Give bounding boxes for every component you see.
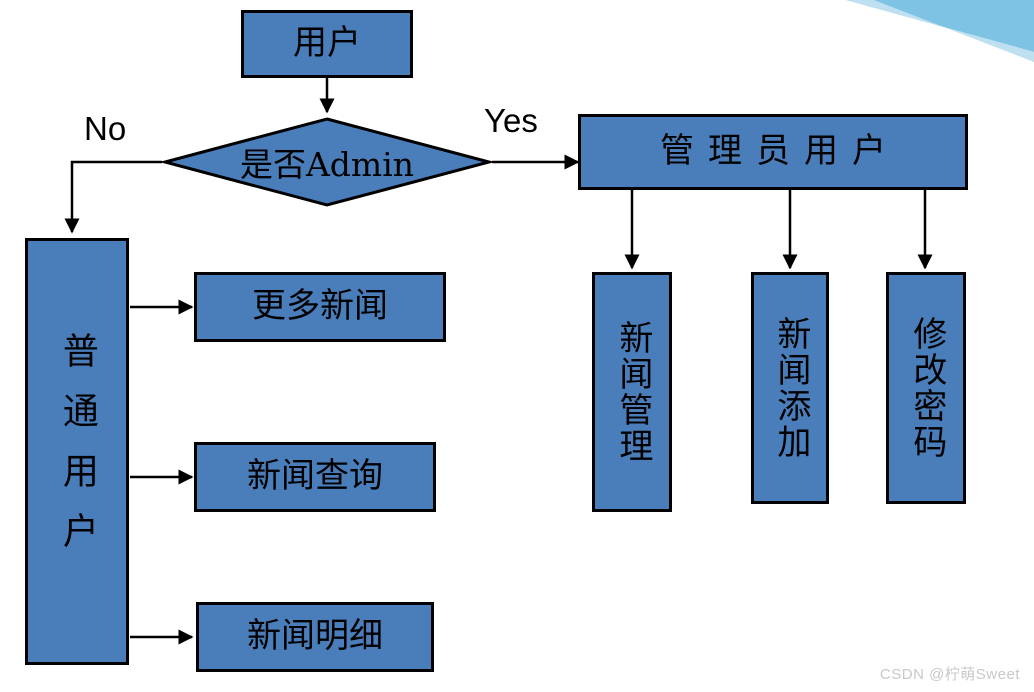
watermark-text: CSDN @柠萌Sweet — [879, 666, 1020, 683]
node-more-news-label: 更多新闻 — [252, 286, 388, 327]
node-normal-user-label: 普通用户 — [56, 331, 98, 572]
node-news-manage[interactable]: 新闻管理 — [592, 272, 672, 512]
node-user[interactable]: 用户 — [241, 10, 413, 78]
node-user-label: 用户 — [293, 23, 361, 64]
node-news-query-label: 新闻查询 — [247, 456, 383, 497]
node-news-detail-label: 新闻明细 — [247, 616, 383, 657]
edge-decision-no — [64, 160, 162, 234]
node-change-password-label: 修改密码 — [906, 316, 947, 460]
node-more-news[interactable]: 更多新闻 — [194, 272, 446, 342]
corner-decoration — [846, 0, 1034, 62]
watermark: CSDN @柠萌Sweet — [880, 663, 1020, 684]
node-news-add-label: 新闻添加 — [770, 316, 811, 460]
decoration-band-light — [846, 0, 1034, 62]
node-admin-user-label: 管理员用户 — [660, 131, 900, 172]
node-news-manage-label: 新闻管理 — [612, 320, 653, 464]
branch-no-text: No — [84, 110, 127, 147]
node-admin-user[interactable]: 管理员用户 — [578, 114, 968, 190]
branch-yes-text: Yes — [484, 102, 538, 139]
node-decision[interactable] — [162, 116, 492, 208]
node-news-add[interactable]: 新闻添加 — [751, 272, 829, 504]
node-normal-user[interactable]: 普通用户 — [25, 238, 129, 665]
node-change-password[interactable]: 修改密码 — [886, 272, 966, 504]
node-news-query[interactable]: 新闻查询 — [194, 442, 436, 512]
branch-label-yes: Yes — [484, 102, 538, 140]
branch-label-no: No — [84, 110, 126, 148]
node-news-detail[interactable]: 新闻明细 — [196, 602, 434, 672]
decoration-band-dark — [846, 0, 1034, 52]
